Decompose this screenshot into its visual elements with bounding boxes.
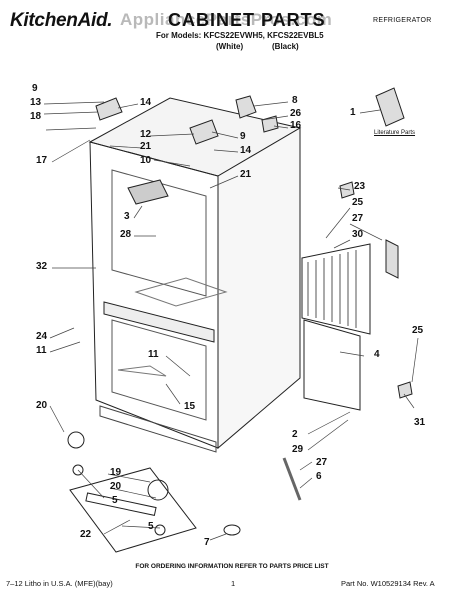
part-number: Part No. W10529134 Rev. A [341, 579, 435, 588]
callout-20: 20 [36, 400, 48, 411]
callout-5: 5 [112, 495, 118, 506]
callout-5b: 5 [148, 521, 154, 532]
callout-29: 29 [292, 444, 304, 455]
callout-27: 27 [352, 213, 364, 224]
callout-15: 15 [184, 401, 196, 412]
callout-10: 10 [140, 155, 152, 166]
callout-2: 2 [292, 429, 298, 440]
category-label: REFRIGERATOR [373, 17, 432, 24]
callout-19: 19 [110, 467, 122, 478]
black-label: (Black) [272, 42, 299, 51]
callout-8: 8 [292, 95, 298, 106]
callout-4: 4 [374, 349, 380, 360]
callout-14b: 14 [240, 145, 252, 156]
callout-14: 14 [140, 97, 152, 108]
callout-13: 13 [30, 97, 42, 108]
white-label: (White) [216, 42, 244, 51]
callout-22: 22 [80, 529, 92, 540]
callout-27b: 27 [316, 457, 328, 468]
callout-12: 12 [140, 129, 152, 140]
callout-21b: 21 [240, 169, 252, 180]
callout-30: 30 [352, 229, 364, 240]
litho-code: 7–12 Litho in U.S.A. (MFE)(bay) [6, 579, 113, 588]
callout-25: 25 [352, 197, 364, 208]
callout-28: 28 [120, 229, 132, 240]
callout-6: 6 [316, 471, 322, 482]
callout-11b: 11 [148, 349, 159, 360]
models-line: For Models: KFCS22EVWH5, KFCS22EVBL5 [156, 31, 324, 40]
callout-7: 7 [204, 537, 210, 548]
callout-24: 24 [36, 331, 48, 342]
callout-1: 1 [350, 107, 356, 118]
brand-logo: KitchenAid. [10, 10, 113, 31]
watermark: AppliancePartsPros.com [120, 10, 333, 29]
callout-20b: 20 [110, 481, 122, 492]
callout-18: 18 [30, 111, 42, 122]
callout-9: 9 [32, 83, 38, 94]
callout-9b: 9 [240, 131, 246, 142]
callout-11: 11 [36, 345, 47, 356]
callout-17: 17 [36, 155, 48, 166]
callout-23: 23 [354, 181, 366, 192]
callout-26: 26 [290, 108, 302, 119]
callout-32: 32 [36, 261, 48, 272]
callout-21: 21 [140, 141, 152, 152]
ordering-note: FOR ORDERING INFORMATION REFER TO PARTS … [135, 563, 329, 570]
page-title: CABINET PARTS [168, 10, 326, 30]
literature-label: Literature Parts [374, 130, 416, 136]
callout-25b: 25 [412, 325, 424, 336]
page-number: 1 [231, 579, 236, 588]
callout-16: 16 [290, 120, 302, 131]
callout-31: 31 [414, 417, 426, 428]
callout-3: 3 [124, 211, 130, 222]
